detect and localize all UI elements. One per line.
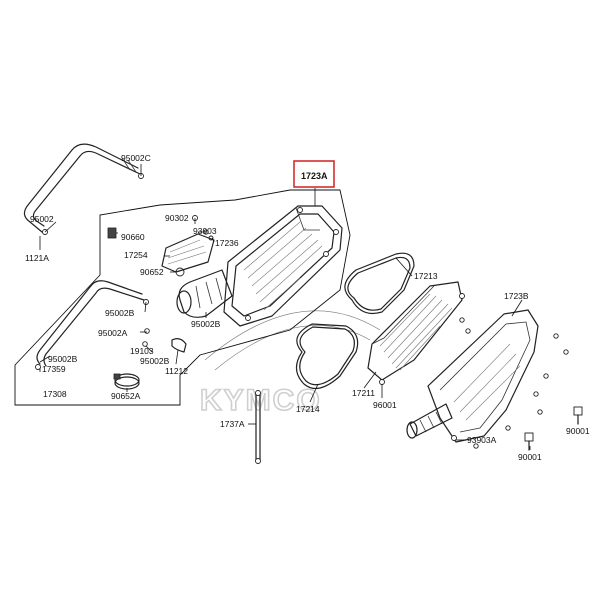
label-1723B: 1723B: [504, 291, 529, 301]
leader-lines: [39, 164, 579, 450]
label-1723A: 1723A: [301, 171, 328, 181]
label-95002C: 95002C: [121, 153, 151, 163]
label-19103: 19103: [130, 346, 154, 356]
label-17254: 17254: [124, 250, 148, 260]
label-90302: 90302: [165, 213, 189, 223]
assembly-group-outline: [14, 189, 351, 406]
label-17211: 17211: [352, 388, 375, 398]
intake-duct: [176, 269, 233, 318]
part-labels: 1723A 95002C 95002 1121A 90302 93903 906…: [25, 153, 590, 462]
gasket-ring-17213: [344, 252, 415, 315]
air-cleaner-cover-1723B: [406, 309, 539, 443]
label-95002B-left: 95002B: [48, 354, 78, 364]
clamp-90652A: [113, 373, 140, 390]
label-17214: 17214: [296, 404, 320, 414]
label-17308: 17308: [43, 389, 67, 399]
label-96001: 96001: [373, 400, 397, 410]
air-cleaner-case-1723A: [223, 205, 343, 327]
label-95002A: 95002A: [98, 328, 128, 338]
rod-1737A: [255, 390, 261, 464]
label-11212: 11212: [165, 366, 188, 376]
label-90652: 90652: [140, 267, 164, 277]
label-17213: 17213: [414, 271, 438, 281]
label-1121A: 1121A: [25, 253, 49, 263]
label-95002B-clip: 95002B: [140, 356, 170, 366]
label-90001-bottom: 90001: [518, 452, 542, 462]
label-17236: 17236: [215, 238, 239, 248]
highlight-box-1723A: [293, 160, 335, 188]
label-95002B-hose: 95002B: [105, 308, 135, 318]
cover-17254: [161, 233, 215, 273]
label-90001-right: 90001: [566, 426, 590, 436]
cover-screws: [451, 328, 583, 451]
label-90660: 90660: [121, 232, 145, 242]
gasket-ring-17214: [295, 323, 359, 390]
label-93903: 93903: [193, 226, 217, 236]
label-95002B-duct: 95002B: [191, 319, 221, 329]
intake-snorkel: [406, 403, 453, 439]
label-17359: 17359: [42, 364, 66, 374]
label-95002: 95002: [30, 214, 54, 224]
label-1737A: 1737A: [220, 419, 245, 429]
label-90652A: 90652A: [111, 391, 141, 401]
air-filter-element-17211: [367, 281, 465, 385]
label-93903A: 93903A: [467, 435, 497, 445]
kymco-watermark: KYMCO: [199, 310, 381, 418]
